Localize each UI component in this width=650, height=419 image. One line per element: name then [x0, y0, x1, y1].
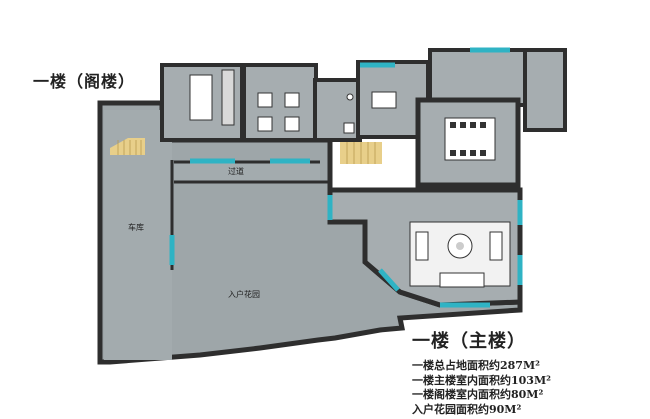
room-label-garage: 车库 — [128, 222, 144, 232]
info-panel: 一楼（主楼） 一楼总占地面积约287M² 一楼主楼室内面积约103M² 一楼阁楼… — [412, 327, 551, 417]
kitchen-table — [371, 91, 397, 109]
sofa-right — [489, 231, 503, 261]
loft-room-2 — [242, 63, 318, 142]
loft-title: 一楼（阁楼） — [33, 72, 136, 91]
armchairs — [257, 92, 300, 132]
stairs-middle — [340, 142, 382, 164]
sofa-left — [415, 231, 429, 261]
corridor-area — [174, 163, 320, 181]
stat-main-indoor-area: 一楼主楼室内面积约103M² — [412, 373, 551, 387]
main-building-title: 一楼（主楼） — [412, 331, 526, 352]
bed — [189, 74, 213, 121]
room-label-entry-garden: 入户花园 — [228, 289, 260, 299]
windows — [169, 47, 523, 308]
sofa-main — [439, 272, 485, 288]
stairs-left — [110, 138, 145, 155]
stat-loft-indoor-area: 一楼阁楼室内面积约80M² — [412, 388, 544, 401]
room-label-corridor: 过道 — [228, 166, 244, 176]
stat-garden-area: 入户花园面积约90M² — [412, 402, 522, 416]
stat-total-area: 一楼总占地面积约287M² — [412, 359, 540, 372]
